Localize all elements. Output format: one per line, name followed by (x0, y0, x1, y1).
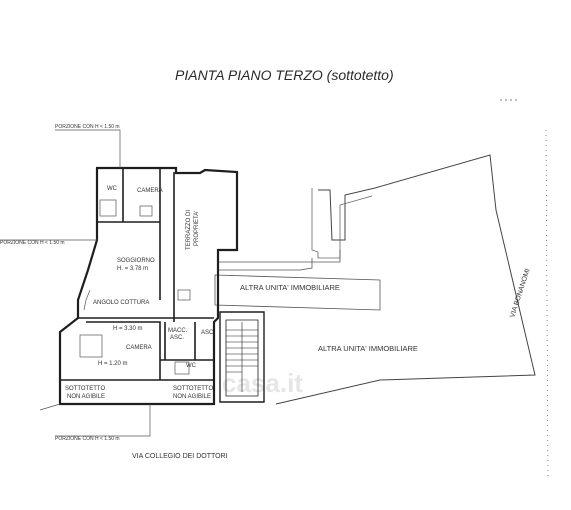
inner-walls (60, 168, 214, 381)
watermark-logo: casa.it (222, 368, 303, 398)
room-macc-2: ASC. (170, 335, 184, 341)
furniture (79, 199, 191, 375)
neighbour-boundary-inner (311, 188, 373, 259)
terrace-band (218, 250, 341, 271)
apartment-walls (58, 166, 239, 406)
room-soggiorno-height: H. = 3.78 m (117, 266, 148, 272)
room-asc: ASC. (201, 330, 215, 336)
altra-unita-band (214, 274, 381, 311)
room-macc-1: MACC. (168, 328, 188, 334)
plan-title: PIANTA PIANO TERZO (sottotetto) (175, 67, 394, 83)
room-sottotetto-2-a: SOTTOTETTO (173, 386, 213, 392)
room-sottotetto-1-a: SOTTOTETTO (65, 386, 105, 392)
room-wc-bottom-height: H = 1.20 m (98, 361, 128, 367)
altra-unita-label-2: ALTRA UNITA' IMMOBILIARE (318, 344, 418, 353)
neighbour-boundary (275, 154, 536, 405)
room-terrazzo-1: TERRAZZO DI (186, 210, 192, 250)
room-sottotetto-1-b: NON AGIBILE (67, 394, 105, 400)
annotation-lines (0, 99, 549, 481)
room-sottotetto-2-b: NON AGIBILE (173, 394, 211, 400)
room-camera-bottom: CAMERA (126, 345, 152, 351)
note-low-height-top: PORZIONE CON H < 1.50 m (55, 124, 120, 130)
note-low-height-bottom: PORZIONE CON H < 1.50 m (55, 436, 120, 442)
room-angolo-cottura: ANGOLO COTTURA (93, 300, 149, 306)
street-via-collegio: VIA COLLEGIO DEI DOTTORI (132, 453, 228, 460)
room-wc-bottom: WC (186, 363, 197, 369)
room-camera-bottom-height: H = 3.30 m (113, 326, 143, 332)
room-camera-top: CAMERA (137, 188, 163, 194)
stair-core (219, 311, 265, 403)
note-low-height-left: PORZIONE CON H < 1.50 m (0, 240, 65, 246)
street-via-bonanomi: VIA BONANOMI (509, 268, 531, 319)
room-soggiorno: SOGGIORNO (117, 258, 155, 264)
room-terrazzo-2: PROPRIETA' (194, 211, 200, 246)
room-wc-top: WC (107, 186, 118, 192)
altra-unita-label-1: ALTRA UNITA' IMMOBILIARE (240, 283, 340, 292)
